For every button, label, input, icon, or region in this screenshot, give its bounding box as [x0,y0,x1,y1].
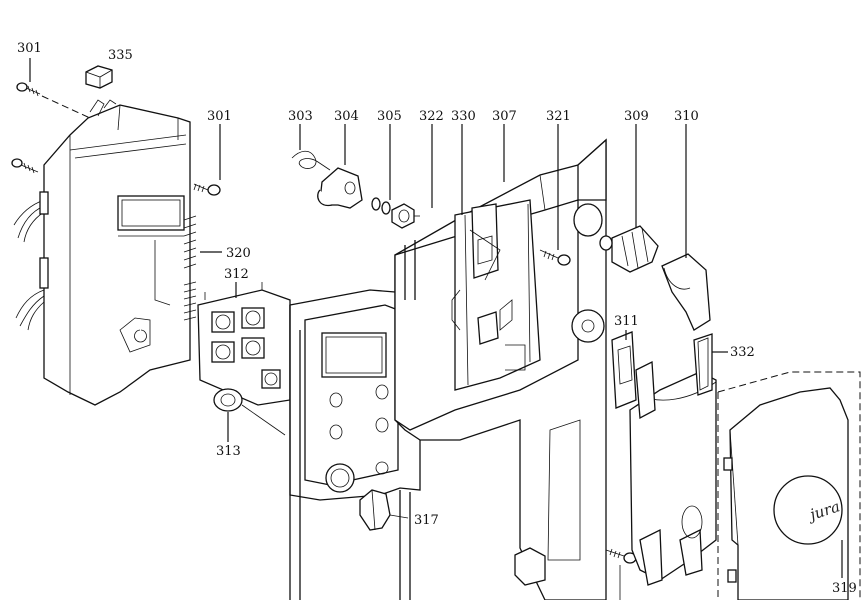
callout-310: 310 [674,109,699,124]
callout-311: 311 [614,314,639,329]
callout-312: 312 [224,267,249,282]
fitting-309 [599,225,659,273]
callout-labels: 301 335 301 303 304 305 322 330 307 321 … [17,41,857,596]
callout-319: 319 [832,581,857,596]
rear-electronics-housing [13,99,197,406]
screw-321 [539,249,571,266]
screw-301-top [16,82,91,119]
leader-lines [29,58,843,578]
callout-313: 313 [216,444,241,459]
front-control-panel [289,289,421,600]
knob-317 [359,489,409,531]
callout-301-top: 301 [17,41,42,56]
button-board-312 [197,282,291,406]
front-cover-319: jura [717,371,861,600]
callout-307: 307 [492,109,517,124]
elbow-fitting-304 [317,167,363,209]
screw-301-left [11,158,39,174]
ring-305 [371,197,391,215]
callout-317: 317 [414,513,439,528]
knob-313 [213,388,286,436]
callout-322: 322 [419,109,444,124]
callout-335: 335 [108,48,133,63]
callout-305: 305 [377,109,402,124]
plate-311 [611,331,637,409]
main-body-307 [394,138,607,600]
callout-301-right: 301 [207,109,232,124]
callout-303: 303 [288,109,313,124]
wire-spring-303 [291,150,331,171]
callout-309: 309 [624,109,649,124]
plug-322 [391,203,420,229]
screw-301-right [193,183,221,196]
callout-332: 332 [730,345,755,360]
screw-lower [605,548,637,600]
cap-310 [661,253,711,331]
drip-tray-332 [629,333,717,586]
callout-320: 320 [226,246,251,261]
cap-335 [85,65,113,89]
callout-304: 304 [334,109,359,124]
callout-330: 330 [451,109,476,124]
callout-321: 321 [546,109,571,124]
